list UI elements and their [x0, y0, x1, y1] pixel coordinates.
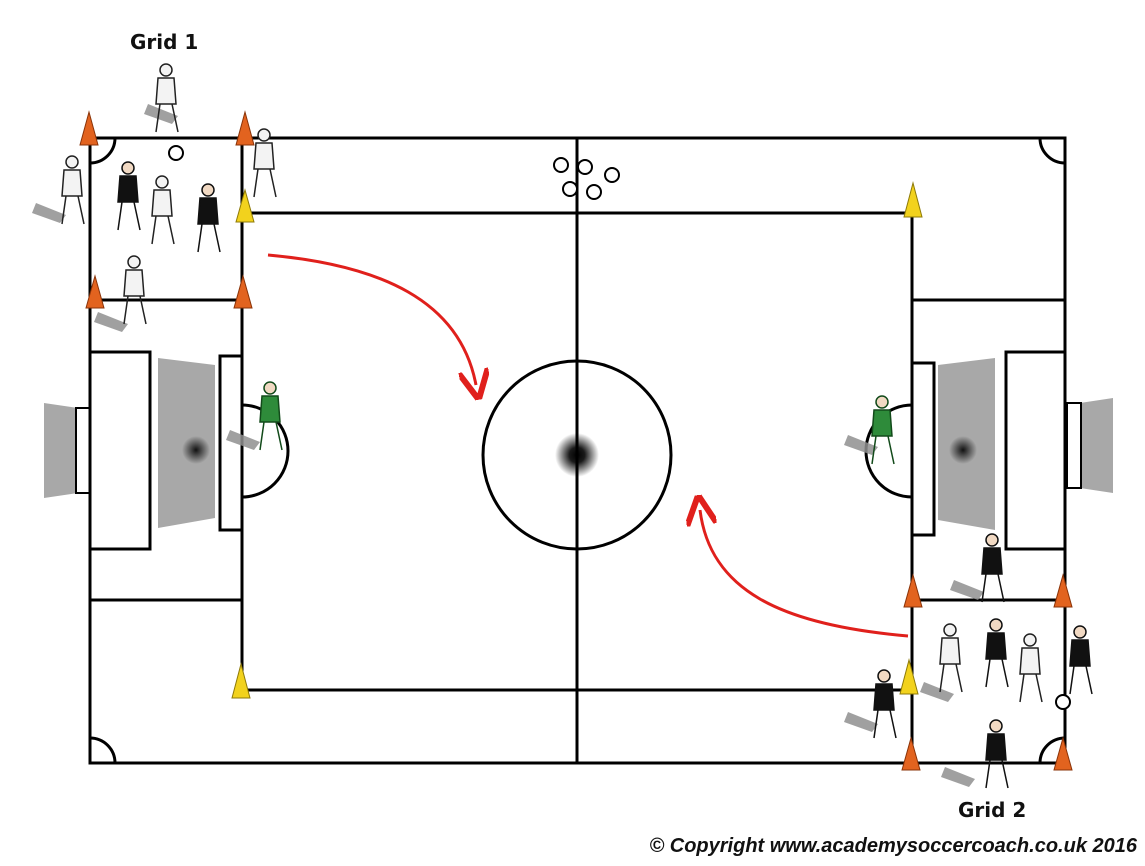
orange-cone-icon: [79, 110, 1073, 771]
goalkeeper-icon: [259, 381, 895, 465]
arrow-icon: [267, 253, 476, 385]
arrow-icon: [700, 510, 909, 638]
player-icon: [61, 63, 1043, 703]
copyright-notice: © Copyright www.academysoccercoach.co.uk…: [649, 835, 1137, 857]
center-spot: [555, 433, 599, 477]
player-icon: [117, 161, 1093, 789]
soccer-ball-icon: [168, 145, 1071, 710]
right-penalty-spot: [949, 436, 977, 464]
grid-1-label: Grid 1: [130, 30, 199, 54]
player-shadows: [32, 104, 984, 787]
yellow-cone-icon: [231, 181, 923, 699]
left-penalty-spot: [182, 436, 210, 464]
grid-2-label: Grid 2: [958, 798, 1027, 822]
